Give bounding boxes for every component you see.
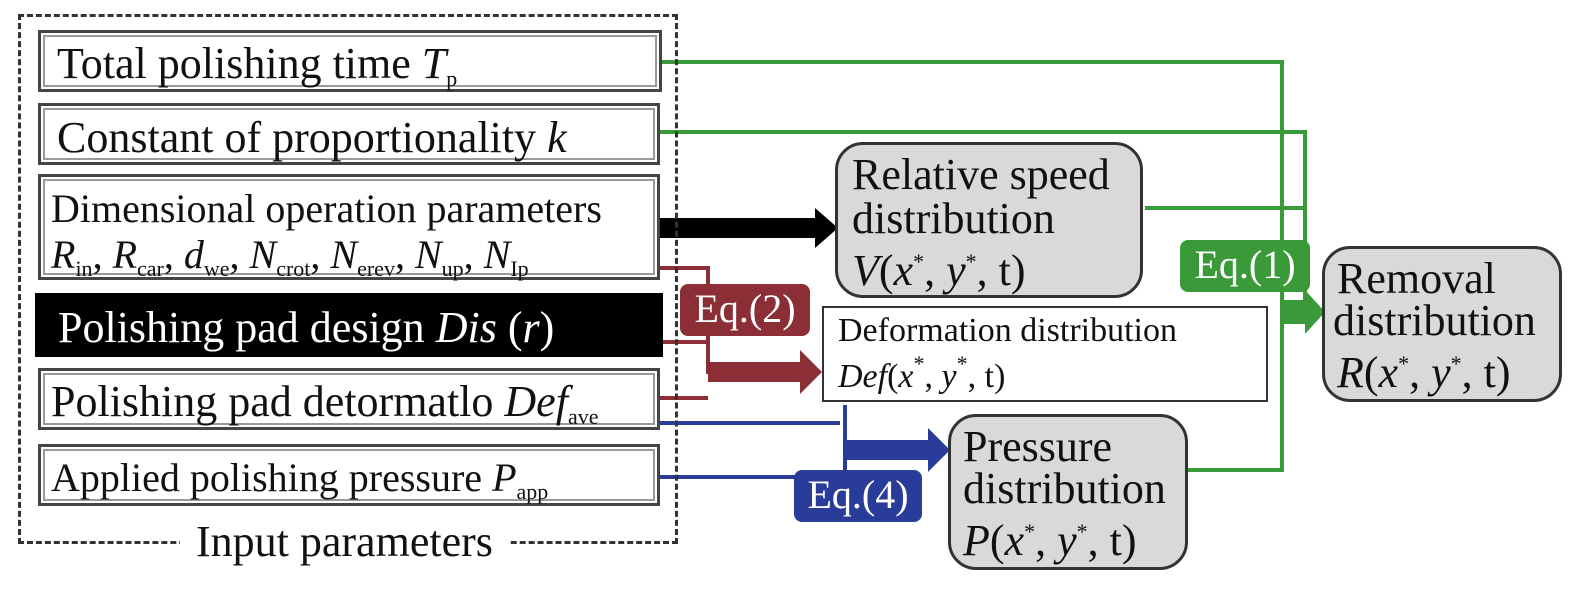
- green-arrow-to-removal: [1282, 290, 1325, 334]
- applied-pressure-symbol: P: [492, 455, 517, 500]
- polishing-pad-design-box: Polishing pad design Dis (r): [35, 293, 663, 357]
- input-parameters-label: Input parameters: [180, 520, 509, 564]
- removal-formula: R(x*, y*, t): [1337, 348, 1511, 397]
- black-arrow-to-speed: [660, 208, 838, 248]
- pad-deformation-symbol: Def: [504, 377, 568, 426]
- removal-distribution-box: Removal distribution R(x*, y*, t): [1322, 246, 1562, 402]
- dimensional-parameters-box: Dimensional operation parameters Rin, Rc…: [38, 174, 660, 280]
- eq1-tag: Eq.(1): [1180, 240, 1310, 292]
- total-time-label: Total polishing time: [57, 39, 422, 88]
- deformation-distribution-box: Deformation distribution Def(x*, y*, t): [822, 306, 1268, 402]
- pressure-line1: Pressure: [963, 422, 1113, 471]
- relative-speed-distribution-box: Relative speed distribution V(x*, y*, t): [835, 142, 1143, 298]
- total-polishing-time-box: Total polishing time Tp: [38, 30, 662, 92]
- total-time-symbol: T: [421, 39, 447, 88]
- pad-design-symbol: Dis: [435, 303, 497, 352]
- red-arrow-to-deformation: [708, 350, 822, 394]
- applied-pressure-label: Applied polishing pressure: [51, 455, 493, 500]
- dimensional-label: Dimensional operation parameters: [51, 186, 602, 231]
- dimensional-params: Rin, Rcar, dwe, Ncrot, Nerev, Nup, NIp: [51, 232, 529, 281]
- pad-deformation-box: Polishing pad detormatlo Defave: [38, 368, 660, 430]
- pad-design-label: Polishing pad design: [58, 303, 436, 352]
- pad-deformation-subscript: ave: [567, 404, 599, 429]
- total-time-subscript: p: [446, 66, 458, 91]
- constant-symbol: k: [547, 113, 567, 162]
- pressure-distribution-box: Pressure distribution P(x*, y*, t): [948, 414, 1188, 570]
- removal-line1: Removal: [1337, 254, 1496, 303]
- speed-line2: distribution: [852, 194, 1055, 243]
- applied-pressure-box: Applied polishing pressure Papp: [38, 444, 660, 506]
- speed-formula: V(x*, y*, t): [852, 246, 1026, 295]
- speed-line1: Relative speed: [852, 150, 1110, 199]
- deformation-line1: Deformation distribution: [838, 312, 1178, 349]
- blue-connectors: [660, 405, 847, 479]
- blue-arrow-to-pressure: [845, 428, 950, 472]
- eq4-tag: Eq.(4): [794, 470, 922, 522]
- eq2-tag: Eq.(2): [680, 284, 810, 336]
- pressure-line2: distribution: [963, 464, 1166, 513]
- removal-line2: distribution: [1333, 296, 1536, 345]
- applied-pressure-subscript: app: [516, 479, 549, 504]
- pad-deformation-label: Polishing pad detormatlo: [51, 377, 505, 426]
- constant-of-proportionality-box: Constant of proportionality k: [38, 103, 660, 165]
- pressure-formula: P(x*, y*, t): [963, 516, 1137, 565]
- deformation-formula: Def(x*, y*, t): [838, 351, 1006, 395]
- constant-label: Constant of proportionality: [57, 113, 548, 162]
